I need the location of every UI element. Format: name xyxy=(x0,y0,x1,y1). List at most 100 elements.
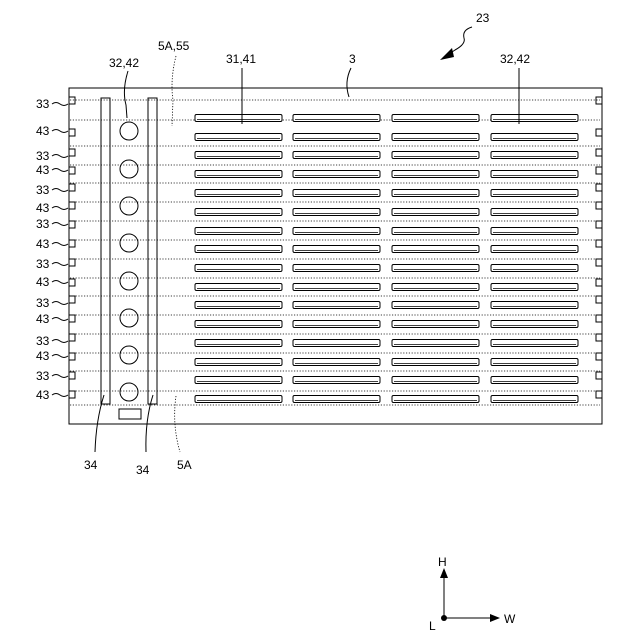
side-label: 43 xyxy=(36,349,50,363)
slot xyxy=(195,190,282,197)
side-label-leader xyxy=(52,281,68,284)
left-notch xyxy=(69,221,75,228)
right-notch xyxy=(596,353,602,360)
slot xyxy=(491,265,578,272)
slot xyxy=(195,171,282,178)
slot xyxy=(392,152,479,159)
right-notch xyxy=(596,279,602,286)
slot xyxy=(293,171,380,178)
slot xyxy=(392,359,479,366)
slot xyxy=(392,396,479,403)
slot xyxy=(491,209,578,216)
slot xyxy=(195,265,282,272)
side-label-leader xyxy=(52,340,68,343)
slot xyxy=(293,115,380,122)
circle-holes xyxy=(120,122,138,401)
figure-ref-label: 23 xyxy=(476,11,490,25)
right-notch xyxy=(596,334,602,341)
side-label-leader xyxy=(52,394,68,397)
slot xyxy=(491,228,578,235)
slot xyxy=(392,134,479,141)
slot xyxy=(491,302,578,309)
left-notch xyxy=(69,334,75,341)
axis-w-label: W xyxy=(504,612,516,626)
right-notch xyxy=(596,149,602,156)
slot xyxy=(491,190,578,197)
side-label-leader xyxy=(52,189,68,192)
slot xyxy=(392,377,479,384)
left-notch xyxy=(69,296,75,303)
slot xyxy=(293,265,380,272)
slot xyxy=(392,115,479,122)
slot xyxy=(195,359,282,366)
slot xyxy=(392,321,479,328)
slot xyxy=(392,340,479,347)
side-label-leader xyxy=(52,263,68,266)
slot xyxy=(293,377,380,384)
axis-l-label: L xyxy=(429,619,436,633)
slot xyxy=(491,171,578,178)
right-notch xyxy=(596,240,602,247)
slot xyxy=(195,340,282,347)
right-notch xyxy=(596,97,602,104)
left-notch xyxy=(69,167,75,174)
slot xyxy=(195,246,282,253)
left-notch xyxy=(69,240,75,247)
right-notch xyxy=(596,167,602,174)
side-label-leader xyxy=(52,302,68,305)
slot-grid xyxy=(195,115,578,403)
slot xyxy=(195,152,282,159)
slot xyxy=(491,284,578,291)
side-label-leader xyxy=(52,243,68,246)
figure-ref-arrowhead xyxy=(440,48,454,60)
left-notch xyxy=(69,129,75,136)
side-label-leader xyxy=(52,318,68,321)
side-label: 43 xyxy=(36,201,50,215)
slot xyxy=(491,115,578,122)
side-label-leader xyxy=(52,207,68,210)
axis-h-label: H xyxy=(438,555,447,569)
slot xyxy=(293,302,380,309)
side-label: 33 xyxy=(36,334,50,348)
axis-l-dot xyxy=(441,615,447,621)
slot xyxy=(491,340,578,347)
left-notch xyxy=(69,372,75,379)
circle-hole xyxy=(120,383,138,401)
axis-h-arrow xyxy=(440,568,448,578)
side-label: 33 xyxy=(36,149,50,163)
left-notch xyxy=(69,315,75,322)
right-notch xyxy=(596,129,602,136)
slot xyxy=(293,284,380,291)
slot xyxy=(491,377,578,384)
side-label: 43 xyxy=(36,124,50,138)
slot xyxy=(392,228,479,235)
slot xyxy=(293,340,380,347)
right-notch xyxy=(596,184,602,191)
circle-hole xyxy=(120,122,138,140)
side-label-leader xyxy=(52,103,68,106)
slot xyxy=(195,209,282,216)
slot xyxy=(195,302,282,309)
slot xyxy=(195,396,282,403)
left-notch xyxy=(69,391,75,398)
left-notch xyxy=(69,97,75,104)
slot xyxy=(293,209,380,216)
label-34-right: 34 xyxy=(136,463,150,477)
right-notch xyxy=(596,391,602,398)
side-label: 43 xyxy=(36,312,50,326)
circle-hole xyxy=(120,197,138,215)
slot xyxy=(491,396,578,403)
guide-bar-right xyxy=(148,98,157,404)
slot xyxy=(491,152,578,159)
slot xyxy=(195,134,282,141)
side-label-leader xyxy=(52,355,68,358)
label-34-left: 34 xyxy=(84,458,98,472)
side-labels: 33433343334333433343334333433343 xyxy=(36,97,68,402)
slot xyxy=(195,377,282,384)
side-label: 33 xyxy=(36,183,50,197)
leader-32-42-left xyxy=(124,71,128,118)
label-3: 3 xyxy=(349,52,356,66)
side-label-leader xyxy=(52,223,68,226)
